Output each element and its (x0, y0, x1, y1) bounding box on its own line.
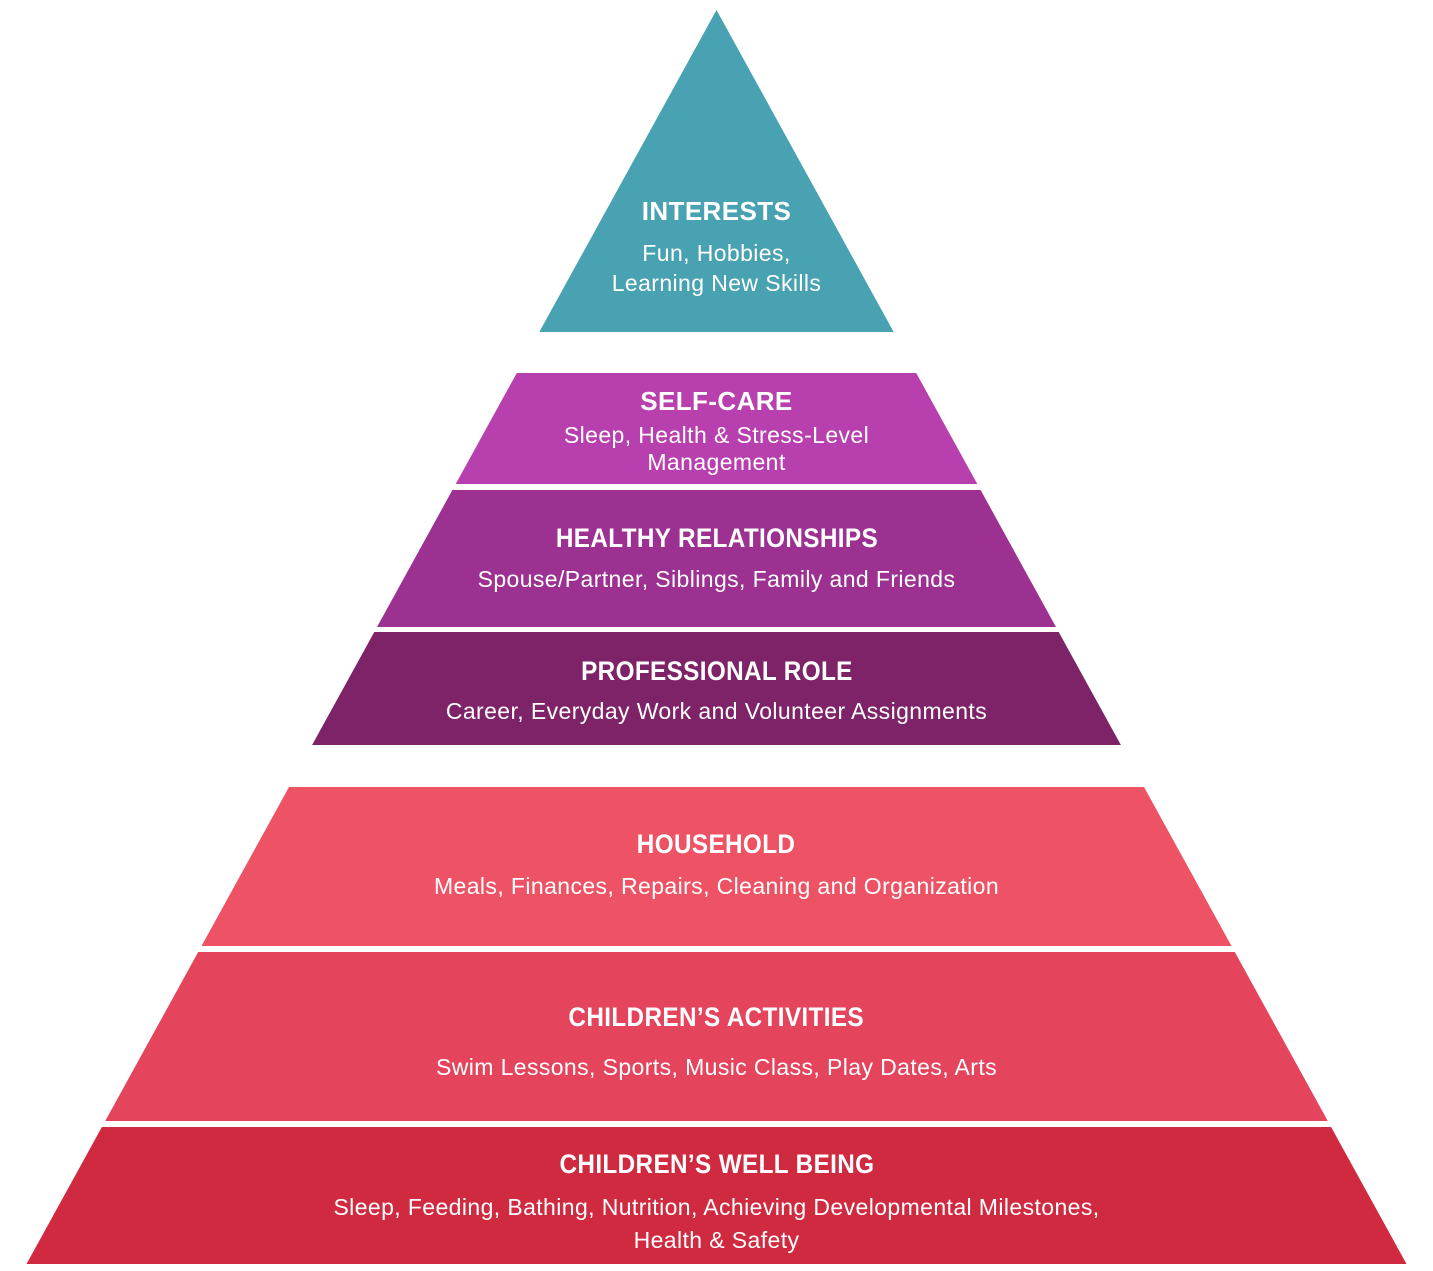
level-title: INTERESTS (641, 196, 792, 226)
pyramid-level-professional-role: PROFESSIONAL ROLE Career, Everyday Work … (312, 632, 1121, 745)
pyramid-level-childrens-activities: CHILDREN’S ACTIVITIES Swim Lessons, Spor… (105, 952, 1328, 1121)
level-title: CHILDREN’S WELL BEING (559, 1149, 874, 1179)
level-subtitle: Meals, Finances, Repairs, Cleaning and O… (433, 873, 1000, 899)
pyramid-level-childrens-well-being: CHILDREN’S WELL BEING Sleep, Feeding, Ba… (26, 1127, 1407, 1264)
pyramid-level-healthy-relationships: HEALTHY RELATIONSHIPS Spouse/Partner, Si… (377, 490, 1056, 627)
level-title: SELF-CARE (640, 386, 793, 416)
pyramid-level-household: HOUSEHOLD Meals, Finances, Repairs, Clea… (201, 787, 1232, 946)
level-title: HEALTHY RELATIONSHIPS (555, 523, 878, 553)
level-title: CHILDREN’S ACTIVITIES (568, 1002, 865, 1032)
level-subtitle: Career, Everyday Work and Volunteer Assi… (445, 698, 988, 724)
level-subtitle: Spouse/Partner, Siblings, Family and Fri… (477, 566, 956, 592)
level-title: HOUSEHOLD (637, 829, 796, 859)
level-subtitle: Sleep, Feeding, Bathing, Nutrition, Achi… (333, 1194, 1100, 1253)
level-title: PROFESSIONAL ROLE (580, 656, 853, 686)
level-subtitle: Fun, Hobbies,Learning New Skills (611, 240, 822, 296)
level-subtitle: Swim Lessons, Sports, Music Class, Play … (435, 1054, 998, 1080)
pyramid-level-interests: INTERESTS Fun, Hobbies,Learning New Skil… (539, 10, 894, 332)
